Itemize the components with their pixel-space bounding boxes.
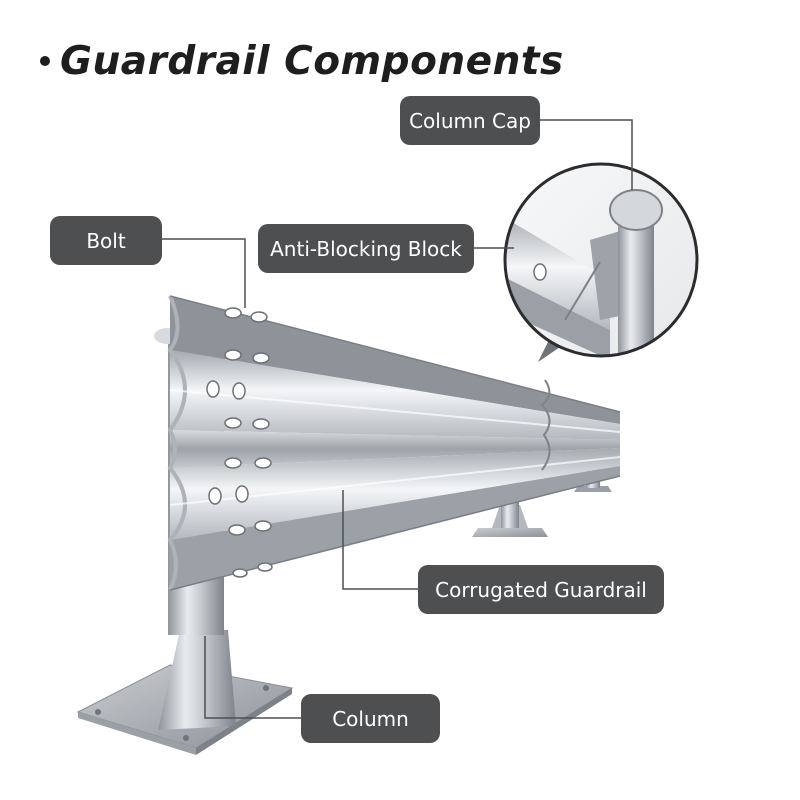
detail-circle-outline	[503, 162, 699, 358]
label-anti-blocking-block: Anti-Blocking Block	[258, 224, 474, 273]
label-corrugated-guardrail: Corrugated Guardrail	[418, 565, 664, 614]
column-cap-shape	[609, 189, 663, 231]
corrugated-guardrail-leader	[342, 490, 418, 590]
corrugated-rail	[167, 295, 621, 591]
bolt-leader	[162, 238, 246, 308]
title-text: Guardrail Components	[60, 38, 564, 84]
label-bolt: Bolt	[50, 216, 162, 265]
detail-inset	[503, 162, 699, 362]
page-title: Guardrail Components	[40, 36, 564, 86]
label-column-cap: Column Cap	[400, 96, 540, 145]
column-leader	[204, 636, 301, 719]
column-cap-leader	[540, 119, 633, 190]
rail-bolts	[206, 307, 273, 578]
title-bullet	[40, 56, 50, 66]
label-column: Column	[301, 694, 440, 743]
leader-lines	[162, 119, 633, 719]
